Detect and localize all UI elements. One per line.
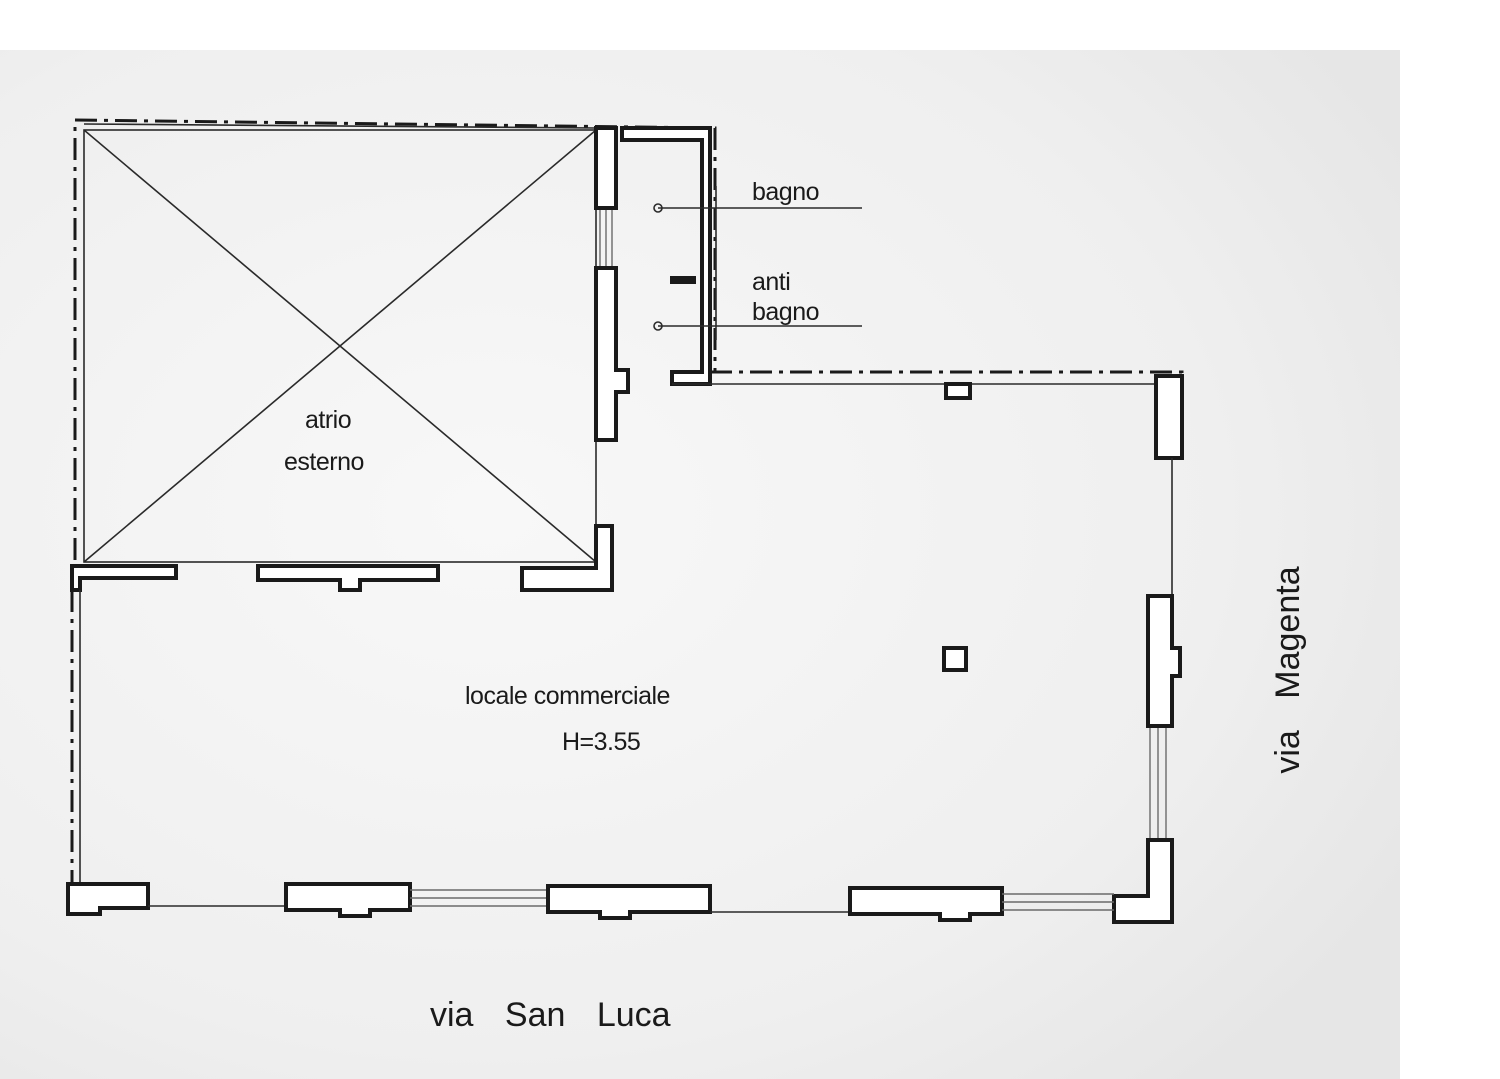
bagno-block xyxy=(594,126,862,442)
anti-bagno-label-line1: anti xyxy=(752,268,791,296)
street-label-right: via Magenta xyxy=(1269,566,1307,774)
atrio-room xyxy=(73,118,717,563)
anti-bagno-label-line2: bagno xyxy=(752,298,820,326)
locale-commerciale-room xyxy=(66,370,1184,924)
atrio-cross-line xyxy=(83,129,597,563)
atrio-label-line2: esterno xyxy=(284,448,364,476)
street-label-bottom: via San Luca xyxy=(430,996,671,1034)
atrio-label-line1: atrio xyxy=(305,406,352,434)
bagno-label: bagno xyxy=(752,178,820,206)
boundary-line xyxy=(73,118,717,560)
ceiling-height-label: H=3.55 xyxy=(562,728,641,756)
pillar xyxy=(942,646,968,672)
partition-marker xyxy=(670,276,696,284)
locale-commerciale-label: locale commerciale xyxy=(465,682,670,710)
